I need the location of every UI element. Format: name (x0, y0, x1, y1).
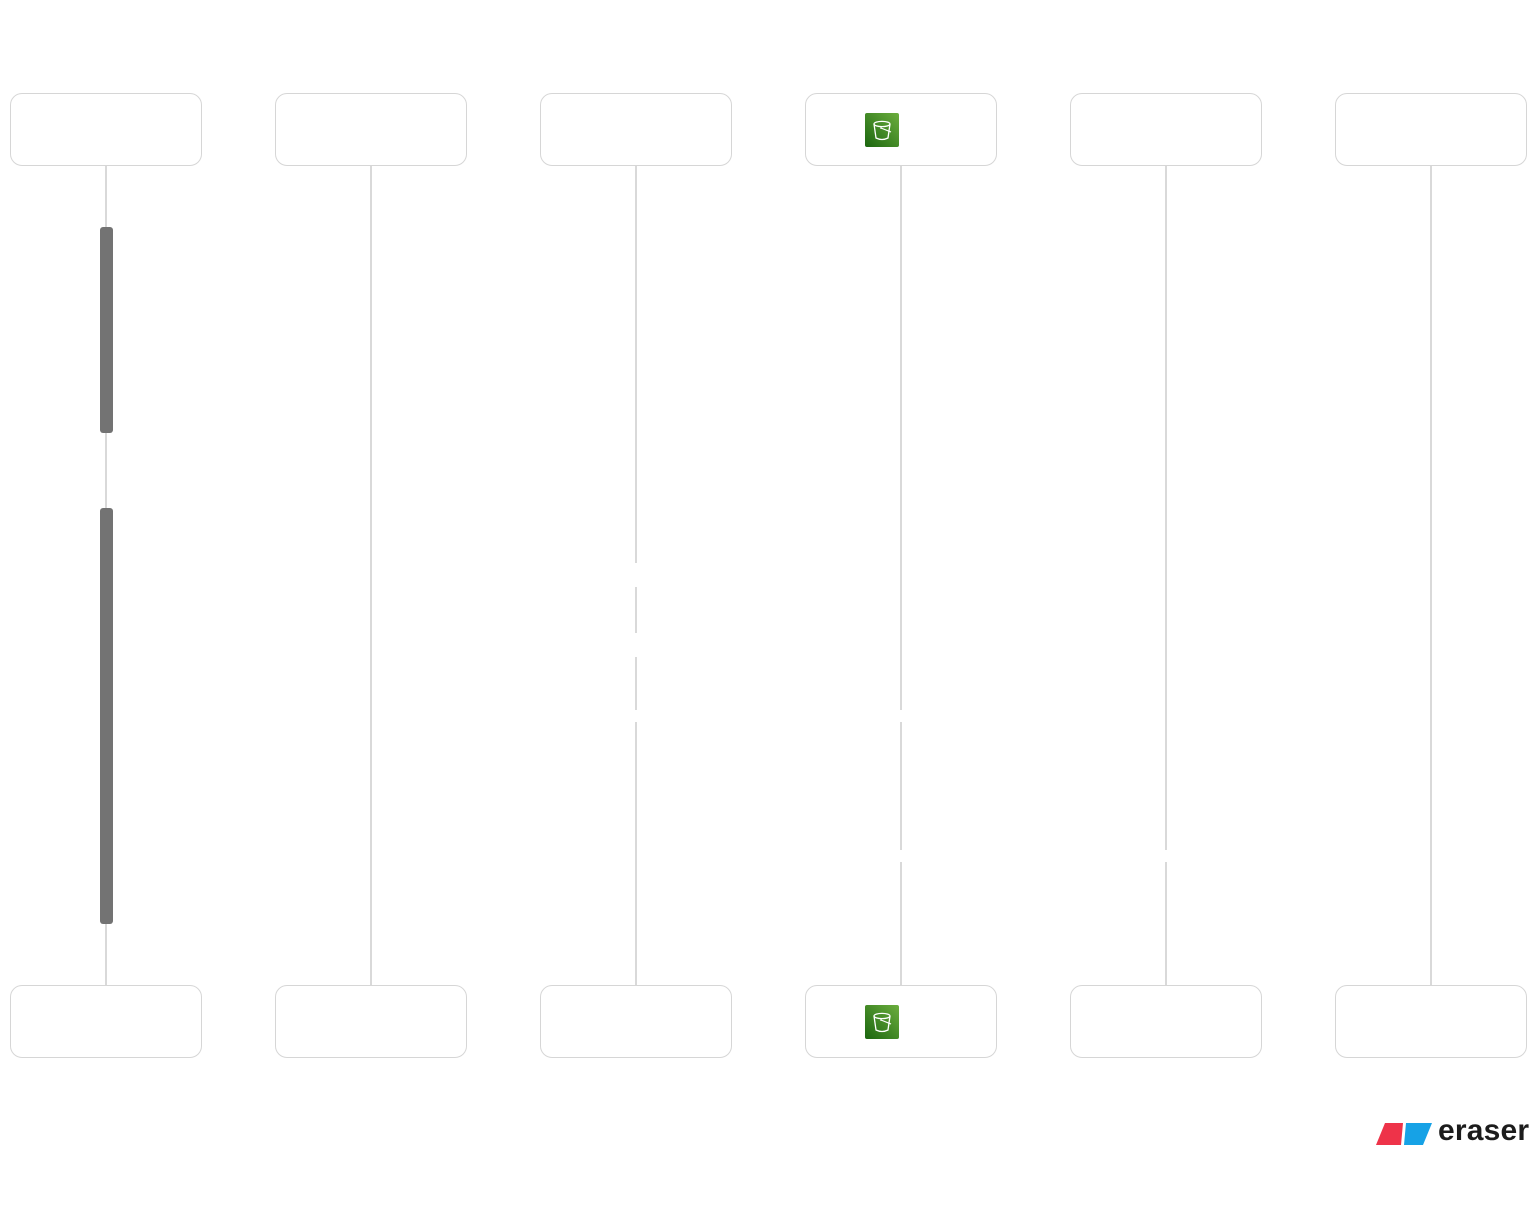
participant-1-bottom (10, 985, 202, 1058)
lifeline-break (633, 563, 639, 587)
s3-bucket-icon (865, 113, 899, 147)
lifeline-break (898, 850, 904, 862)
participant-1-top (10, 93, 202, 166)
participant-2-top (275, 93, 467, 166)
participant-4-top (805, 93, 997, 166)
eraser-logo-icon (1376, 1123, 1432, 1145)
participant-5-top (1070, 93, 1262, 166)
lifeline-break (1163, 850, 1169, 862)
brand-text: eraser (1438, 1114, 1530, 1147)
lifeline-2 (370, 166, 372, 985)
lifeline-5 (1165, 166, 1167, 985)
participant-2-bottom (275, 985, 467, 1058)
participant-3-bottom (540, 985, 732, 1058)
participant-6-top (1335, 93, 1527, 166)
lifeline-6 (1430, 166, 1432, 985)
lifeline-break (633, 710, 639, 722)
participant-4-bottom (805, 985, 997, 1058)
lifeline-4 (900, 166, 902, 985)
participant-5-bottom (1070, 985, 1262, 1058)
lifeline-break (633, 633, 639, 657)
participant-6-bottom (1335, 985, 1527, 1058)
activation-bar (100, 508, 113, 924)
activation-bar (100, 227, 113, 433)
lifeline-break (898, 710, 904, 722)
eraser-logo[interactable]: eraser (1376, 1112, 1536, 1152)
participant-3-top (540, 93, 732, 166)
s3-bucket-icon (865, 1005, 899, 1039)
